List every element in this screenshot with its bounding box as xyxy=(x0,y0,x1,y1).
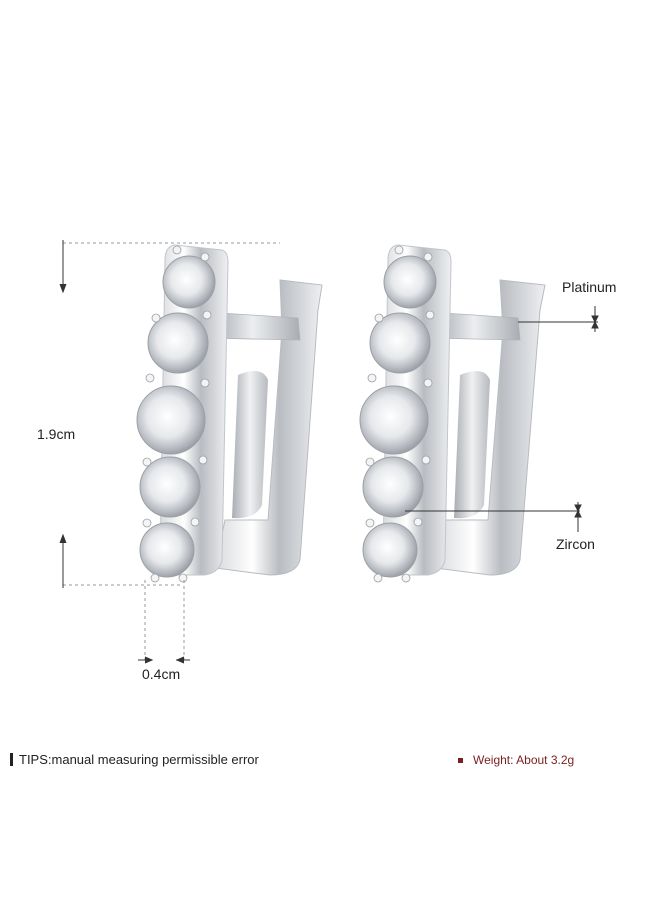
height-dimension-guide xyxy=(59,240,280,588)
tips-note: TIPS:manual measuring permissible error xyxy=(10,752,259,767)
right-earring xyxy=(359,244,546,583)
platinum-callout-line xyxy=(518,306,599,332)
tips-text: TIPS:manual measuring permissible error xyxy=(19,752,259,767)
width-dimension-guide xyxy=(138,580,190,664)
weight-note: Weight: About 3.2g xyxy=(458,753,574,767)
right-zircon-stones xyxy=(359,245,437,583)
left-earring xyxy=(136,244,323,583)
width-dimension-label: 0.4cm xyxy=(142,666,181,682)
left-zircon-stones xyxy=(136,245,216,583)
zircon-label: Zircon xyxy=(556,536,595,552)
tips-marker xyxy=(10,753,13,766)
platinum-label: Platinum xyxy=(562,279,617,295)
weight-text: Weight: About 3.2g xyxy=(473,753,575,767)
zircon-callout-line xyxy=(405,502,582,532)
height-dimension-label: 1.9cm xyxy=(37,426,76,442)
weight-bullet xyxy=(458,757,463,763)
